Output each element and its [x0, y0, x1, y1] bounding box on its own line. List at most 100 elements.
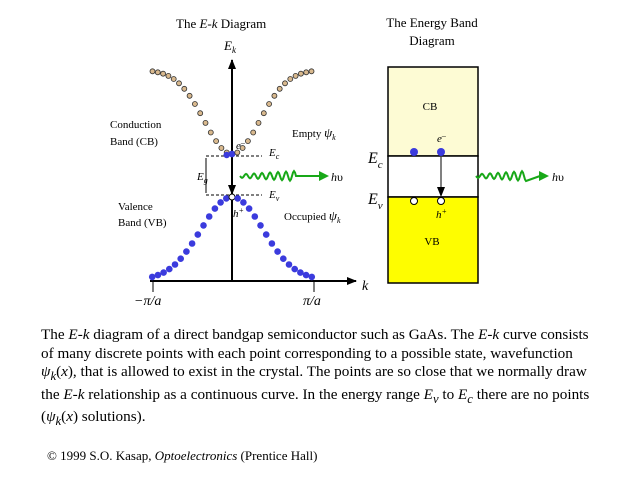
band-hole-label: h+ [436, 207, 447, 221]
cb-state-point [244, 138, 251, 145]
vb-label-line2: Band (VB) [118, 217, 167, 229]
energy-band-diagram: The Energy Band Diagram CB VB Ec Ev e– h… [367, 15, 564, 284]
band-electron-dot-2 [437, 148, 445, 156]
band-hole-dot-2 [437, 197, 445, 205]
vb-region [387, 196, 479, 284]
cb-state-point [276, 85, 283, 92]
band-hole-dot-1 [410, 197, 418, 205]
vb-state-point [285, 261, 293, 268]
cb-state-point [234, 149, 241, 156]
ek-electron-dot [228, 150, 236, 158]
vb-state-point [291, 265, 299, 273]
vb-state-point [183, 248, 190, 255]
ek-energy-axis-label: Ek [223, 38, 237, 55]
cb-state-point [308, 68, 315, 75]
ek-title: The E-k Diagram [176, 16, 266, 31]
ek-photon-arrowhead [319, 171, 329, 181]
vb-state-point [211, 205, 219, 212]
band-photon-wave [475, 169, 541, 183]
ek-hole-label: h+ [233, 206, 244, 220]
neg-pi-a-label: −π/a [134, 294, 161, 309]
vb-state-point [171, 261, 179, 268]
cb-state-point [255, 120, 262, 126]
vb-state-point [223, 195, 230, 202]
vb-state-point [217, 199, 224, 206]
cb-state-point [292, 73, 299, 79]
vb-state-point [205, 213, 213, 220]
cb-state-point [271, 92, 278, 99]
band-electron-dot-1 [410, 148, 418, 156]
vb-state-point [148, 273, 156, 281]
band-photon-arrowhead [539, 171, 549, 181]
vb-state-point [262, 231, 270, 238]
vb-region-label: VB [424, 236, 439, 248]
band-title-line2: Diagram [409, 33, 454, 48]
pos-pi-a-label: π/a [303, 294, 321, 309]
cb-state-point [197, 110, 204, 117]
cb-state-point [160, 70, 167, 77]
cb-state-point [260, 110, 267, 117]
ek-photon-wave [239, 169, 320, 183]
vb-state-point [297, 269, 304, 276]
cb-state-point [239, 145, 246, 151]
cb-state-point [165, 73, 172, 79]
vb-state-point [160, 269, 167, 276]
vb-state-point [194, 231, 202, 238]
cb-state-point [154, 69, 161, 76]
ev-label: Ev [268, 189, 280, 203]
cb-state-point [218, 145, 225, 151]
band-title-line1: The Energy Band [386, 15, 478, 30]
bandgap-region [387, 155, 479, 198]
cb-state-point [250, 129, 257, 136]
vb-state-point [308, 273, 316, 281]
cb-state-point [149, 68, 156, 75]
vb-state-point [188, 240, 196, 247]
vb-state-point [268, 240, 276, 247]
cb-state-point [282, 80, 288, 87]
vb-state-point [200, 222, 207, 229]
ec-label: Ec [268, 147, 280, 161]
cb-state-point [266, 101, 273, 107]
vb-state-point [234, 195, 241, 202]
band-ec-label: Ec [367, 150, 383, 171]
valence-band-curve [148, 193, 316, 281]
vb-state-point [302, 271, 310, 279]
cb-state-point [207, 129, 214, 136]
cb-state-point [297, 70, 304, 77]
vb-state-point [154, 271, 162, 279]
ek-photon-label: hυ [331, 170, 343, 184]
cb-state-point [287, 76, 294, 82]
ek-hole-dot [228, 193, 236, 201]
vb-label-line1: Valence [118, 201, 153, 213]
figure-caption: The E-k diagram of a direct bandgap semi… [41, 326, 590, 429]
vb-state-point [251, 213, 259, 220]
cb-state-point [191, 101, 198, 107]
vb-state-point [177, 255, 184, 262]
eg-label: Eg [196, 171, 208, 185]
vb-state-point [257, 222, 264, 229]
cb-state-point [181, 85, 188, 92]
vb-state-point [274, 248, 281, 255]
ek-electron-dot [223, 151, 230, 159]
cb-state-point [303, 69, 310, 76]
k-axis-label: k [362, 279, 369, 294]
vb-state-point [245, 205, 253, 212]
cb-state-point [170, 76, 177, 82]
band-electron-label: e– [437, 131, 447, 145]
cb-state-point [202, 120, 209, 126]
conduction-band-curve [149, 68, 315, 159]
band-ev-label: Ev [367, 191, 383, 212]
cb-label-line1: Conduction [110, 119, 162, 131]
empty-states-label: Empty ψk [292, 125, 336, 142]
band-photon-label: hυ [552, 170, 564, 184]
cb-region-label: CB [423, 101, 438, 113]
ek-electron-label: e– [236, 138, 246, 152]
cb-state-point [186, 92, 193, 99]
vb-state-point [280, 255, 287, 262]
ek-diagram: The E-k Diagram Ek k −π/a π/a Ec Ev Eg e… [110, 16, 369, 309]
cb-region [387, 66, 479, 157]
cb-state-point [176, 80, 182, 87]
vb-state-point [240, 199, 247, 206]
copyright-credit: © 1999 S.O. Kasap, Optoelectronics (Pren… [47, 448, 318, 463]
